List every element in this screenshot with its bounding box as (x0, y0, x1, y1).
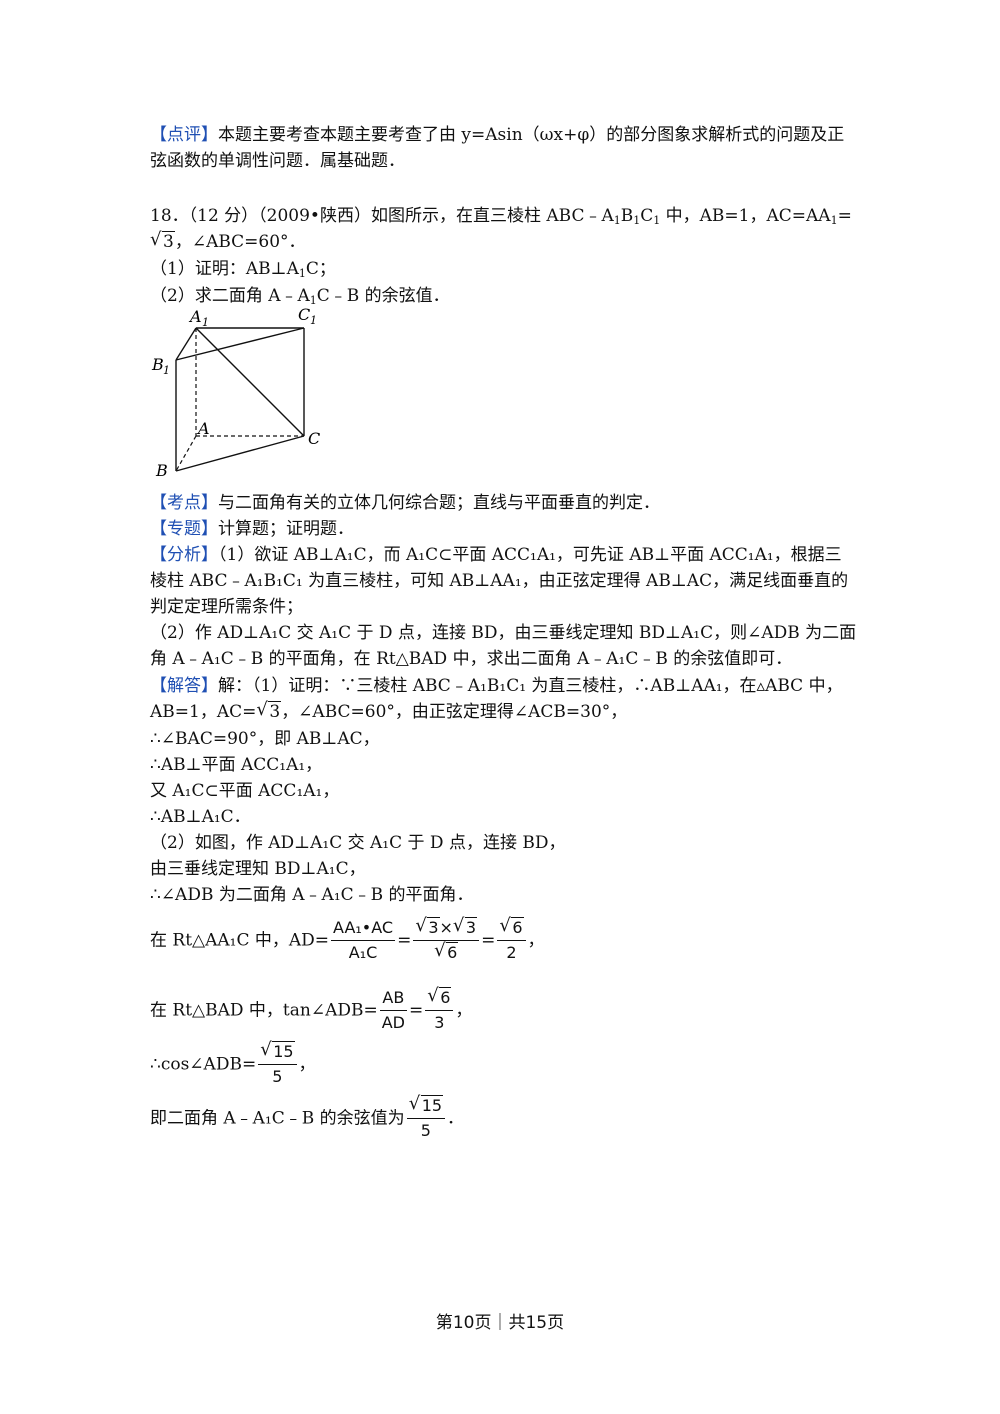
solution-line-1: 【解答】解：（1）证明：∵三棱柱 ABC﹣A₁B₁C₁ 为直三棱柱，∴AB⊥AA… (150, 676, 843, 696)
solution-line-3: ∴∠BAC=90°，即 AB⊥AC， (150, 729, 380, 749)
svg-text:1: 1 (310, 314, 317, 327)
edge-b1-c1 (175, 327, 305, 361)
problem-heading: 18．（12 分）（2009•陕西）如图所示，在直三棱柱 ABC﹣A1B1C1 … (150, 206, 852, 227)
label-c: C (308, 429, 320, 448)
svg-text:1: 1 (202, 316, 209, 329)
zhuanti-line: 【专题】计算题；证明题． (150, 519, 354, 539)
formula-answer: 即二面角 A﹣A₁C﹣B 的余弦值为155． (150, 1092, 464, 1143)
solution-line-2: AB=1，AC=3，∠ABC=60°，由正弦定理得∠ACB=30°， (150, 697, 627, 725)
analysis-line-4: （2）作 AD⊥A₁C 交 A₁C 于 D 点，连接 BD，由三垂线定理知 BD… (150, 623, 857, 643)
solution-line-9: ∴∠ADB 为二面角 A﹣A₁C﹣B 的平面角． (150, 885, 474, 905)
analysis-tag: 【分析】 (150, 545, 218, 565)
review-line-1: 【点评】本题主要考查本题主要考查了由 y=Asin（ωx+φ）的部分图象求解析式… (150, 122, 844, 148)
fraction-cos: 155 (258, 1038, 297, 1089)
solution-line-6: ∴AB⊥A₁C． (150, 807, 251, 827)
analysis-line-5: 角 A﹣A₁C﹣B 的平面角，在 Rt△BAD 中，求出二面角 A﹣A₁C﹣B … (150, 649, 793, 669)
fraction-tan-2: 63 (425, 984, 454, 1035)
zhuanti-tag: 【专题】 (150, 519, 218, 539)
solution-line-4: ∴AB⊥平面 ACC₁A₁， (150, 755, 323, 775)
solution-line-5: 又 A₁C⊂平面 ACC₁A₁， (150, 781, 340, 801)
edge-b1-a1 (175, 327, 197, 361)
prism-figure: A 1 C 1 B 1 A B C (151, 306, 320, 480)
review-text: 本题主要考查本题主要考查了由 y=Asin（ωx+φ）的部分图象求解析式的问题及… (218, 125, 845, 145)
solution-tag: 【解答】 (150, 676, 218, 696)
sqrt-3: 3 (150, 227, 175, 255)
sqrt-3: 3 (256, 697, 282, 725)
label-b: B (155, 461, 168, 480)
page-footer: 第10页｜共15页 (435, 1313, 565, 1333)
analysis-line-2: 棱柱 ABC﹣A₁B₁C₁ 为直三棱柱，可知 AB⊥AA₁，由正弦定理得 AB⊥… (150, 571, 849, 591)
fraction-answer: 155 (406, 1092, 446, 1143)
fraction-ad-2: 3×36 (413, 914, 480, 965)
question-1: （1）证明：AB⊥A1C； (150, 259, 336, 280)
label-c1: C (298, 306, 310, 324)
solution-line-7: （2）如图，作 AD⊥A₁C 交 A₁C 于 D 点，连接 BD， (150, 833, 566, 853)
problem-heading-2: 3，∠ABC=60°． (150, 227, 306, 255)
solution-line-8: 由三垂线定理知 BD⊥A₁C， (150, 859, 366, 879)
analysis-line-3: 判定定理所需条件； (150, 597, 303, 617)
fraction-ad-3: 62 (497, 914, 526, 965)
question-2: （2）求二面角 A﹣A1C﹣B 的余弦值． (150, 286, 450, 307)
label-a: A (196, 419, 210, 438)
formula-cos: ∴cos∠ADB=155， (150, 1038, 316, 1089)
label-a1: A (188, 307, 202, 326)
kaodian-tag: 【考点】 (150, 493, 218, 513)
review-tag: 【点评】 (150, 125, 218, 145)
edge-a1-c (195, 327, 305, 437)
svg-text:1: 1 (163, 364, 170, 377)
edge-b-c (175, 435, 305, 472)
kaodian-line: 【考点】与二面角有关的立体几何综合题；直线与平面垂直的判定． (150, 493, 660, 513)
label-b1: B (151, 355, 164, 374)
analysis-line-1: 【分析】（1）欲证 AB⊥A₁C，而 A₁C⊂平面 ACC₁A₁，可先证 AB⊥… (150, 545, 842, 565)
review-line-2: 弦函数的单调性问题．属基础题． (150, 151, 405, 171)
